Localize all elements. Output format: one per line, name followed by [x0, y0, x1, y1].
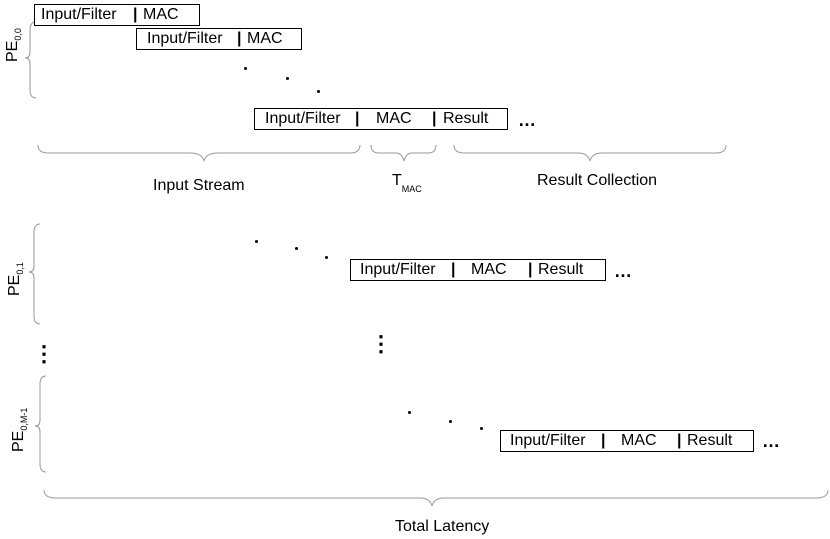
t-mac-label: TMAC [392, 172, 422, 194]
pe0m1-brace [34, 375, 47, 473]
input-stream-label: Input Stream [153, 177, 245, 194]
separator: | [601, 432, 606, 449]
progress-dot [480, 427, 483, 430]
continuation-ellipsis: … [518, 110, 537, 130]
input-filter-label: Input/Filter [510, 432, 586, 449]
progress-dot [244, 67, 247, 70]
pe00-stage-box-2: Input/Filter | MAC [136, 28, 302, 50]
input-filter-label: Input/Filter [41, 6, 117, 23]
progress-dot [255, 240, 258, 243]
total-latency-label: Total Latency [395, 518, 490, 535]
separator: | [237, 30, 242, 47]
input-filter-label: Input/Filter [360, 261, 436, 278]
vertical-ellipsis-left: ⋮ [33, 341, 56, 366]
pe00-brace [24, 21, 37, 99]
separator: | [677, 432, 682, 449]
mac-label: MAC [247, 30, 283, 47]
t-mac-sub: MAC [401, 184, 422, 194]
mac-label: MAC [621, 432, 657, 449]
progress-dot [449, 420, 452, 423]
progress-dot [325, 256, 328, 259]
continuation-ellipsis: … [614, 261, 633, 281]
tmac-brace [370, 144, 437, 162]
result-collection-brace [453, 144, 727, 162]
progress-dot [317, 90, 320, 93]
pe00-stage-box-1: Input/Filter | MAC [34, 4, 200, 26]
pe00-label: PE0,0 [4, 28, 23, 62]
result-label: Result [538, 261, 584, 278]
input-filter-label: Input/Filter [147, 30, 223, 47]
pe0m1-label: PE0,M-1 [10, 407, 29, 452]
result-label: Result [443, 110, 489, 127]
t-mac-main: T [392, 172, 402, 189]
pe0m1-final-box: Input/Filter | MAC | Result [500, 430, 754, 452]
progress-dot [295, 247, 298, 250]
mac-label: MAC [471, 261, 507, 278]
input-stream-brace [37, 144, 361, 162]
separator: | [528, 261, 533, 278]
pe00-final-box: Input/Filter | MAC | Result [254, 108, 508, 130]
vertical-ellipsis-center: ⋮ [370, 331, 393, 356]
mac-label: MAC [376, 110, 412, 127]
pe01-label: PE0,1 [6, 262, 25, 296]
progress-dot [286, 77, 289, 80]
result-label: Result [687, 432, 733, 449]
progress-dot [408, 411, 411, 414]
separator: | [133, 6, 138, 23]
separator: | [451, 261, 456, 278]
continuation-ellipsis: … [762, 431, 781, 451]
mac-label: MAC [143, 6, 179, 23]
input-filter-label: Input/Filter [265, 110, 341, 127]
total-latency-brace [43, 489, 829, 507]
separator: | [355, 110, 360, 127]
separator: | [432, 110, 437, 127]
pe01-brace [28, 223, 41, 325]
result-collection-label: Result Collection [537, 172, 658, 189]
pe01-final-box: Input/Filter | MAC | Result [350, 259, 606, 281]
